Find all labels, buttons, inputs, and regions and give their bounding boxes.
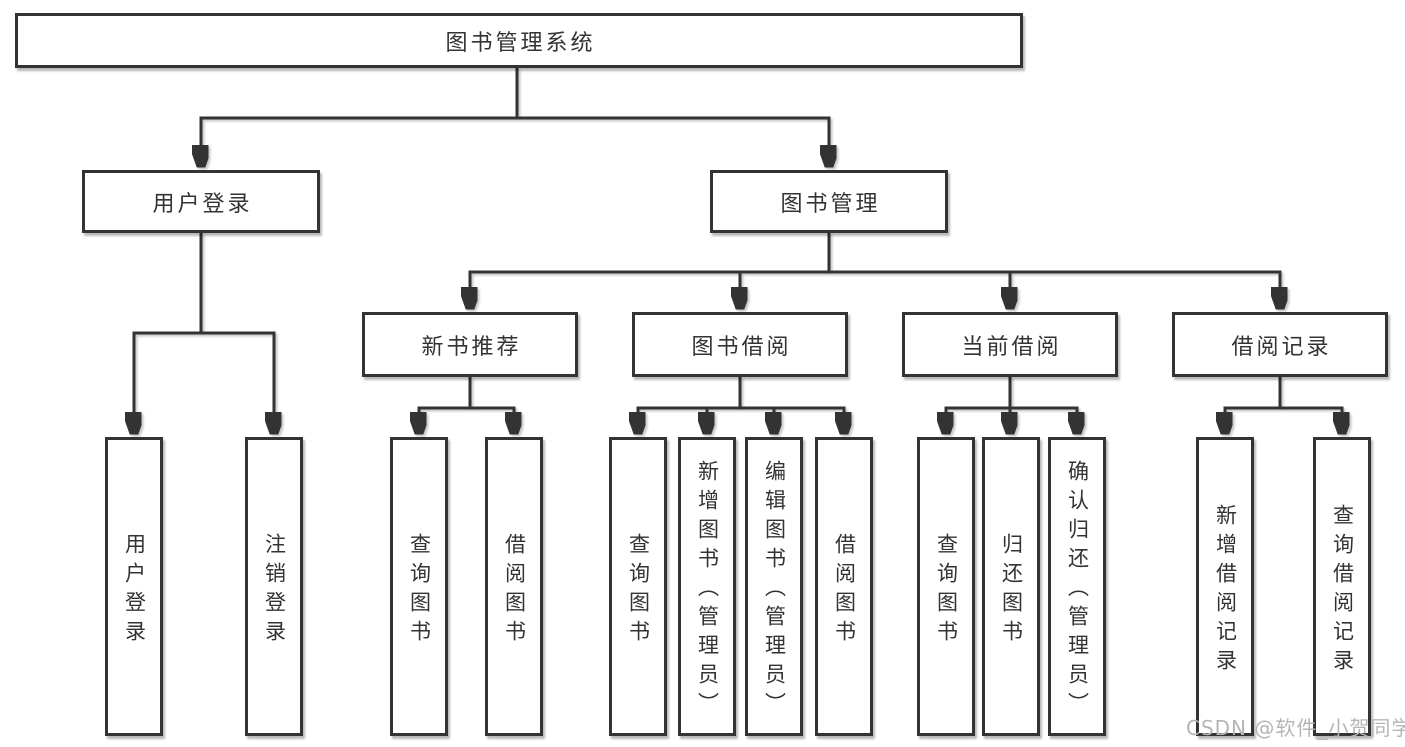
leaf-query-borrow-record-label: 查询借阅记录 [1330,503,1355,678]
leaf-user-login: 用户登录 [105,437,163,736]
leaf-query-books-recommend: 查询图书 [390,437,448,736]
leaf-borrow-books-2-label: 借阅图书 [832,532,857,649]
connector-newbook-to-borrow [470,406,514,433]
leaf-confirm-return-admin: 确认归还（管理员） [1048,437,1106,736]
leaf-add-borrow-record-label: 新增借阅记录 [1213,503,1238,678]
connector-newbook-to-query [419,377,472,433]
leaf-borrow-books-2: 借阅图书 [815,437,873,736]
connector-current-to-confirm-return [1010,406,1077,433]
node-book-management: 图书管理 [710,170,948,233]
leaf-return-books-label: 归还图书 [999,532,1024,649]
root-node-label: 图书管理系统 [445,30,596,56]
leaf-query-books-recommend-label: 查询图书 [407,532,432,649]
node-book-management-label: 图书管理 [780,191,881,217]
node-new-book-recommend-label: 新书推荐 [421,334,522,360]
node-current-borrow: 当前借阅 [902,312,1118,377]
connector-borrow-to-borrow-books [740,406,844,433]
leaf-user-login-label: 用户登录 [122,532,147,649]
connector-root-to-book-management [517,116,829,166]
leaf-borrow-books-recommend: 借阅图书 [485,437,543,736]
leaf-edit-book-admin: 编辑图书（管理员） [745,437,803,736]
node-book-borrow: 图书借阅 [632,312,848,377]
node-user-login-label: 用户登录 [152,191,253,217]
connector-records-to-query-record [1280,406,1342,433]
connector-current-to-query [946,377,1012,433]
leaf-query-books-current: 查询图书 [917,437,975,736]
leaf-query-books-current-label: 查询图书 [934,532,959,649]
csdn-watermark: CSDN @软件_小贺同学 [1186,716,1405,740]
leaf-borrow-books-recommend-label: 借阅图书 [502,532,527,649]
leaf-add-borrow-record: 新增借阅记录 [1196,437,1254,736]
node-user-login-group: 用户登录 [82,170,320,233]
leaf-edit-book-admin-label: 编辑图书（管理员） [762,460,787,721]
connector-root-to-user-login [201,68,519,166]
leaf-query-books-borrow-label: 查询图书 [626,532,651,649]
leaf-query-borrow-record: 查询借阅记录 [1313,437,1371,736]
node-borrow-records: 借阅记录 [1172,312,1388,377]
connector-login-to-leaf-logout [201,331,274,433]
leaf-add-book-admin-label: 新增图书（管理员） [695,460,720,721]
leaf-query-books-borrow: 查询图书 [609,437,667,736]
connector-borrow-to-query [638,377,742,433]
leaf-confirm-return-admin-label: 确认归还（管理员） [1065,460,1090,721]
leaf-return-books: 归还图书 [982,437,1040,736]
connector-login-to-leaf-login [134,233,203,433]
leaf-logout: 注销登录 [245,437,303,736]
node-new-book-recommend: 新书推荐 [362,312,578,377]
root-node-book-management-system: 图书管理系统 [15,13,1023,68]
leaf-logout-label: 注销登录 [262,532,287,649]
connector-mgmt-to-borrow-records [829,270,1280,308]
node-book-borrow-label: 图书借阅 [691,334,792,360]
leaf-add-book-admin: 新增图书（管理员） [678,437,736,736]
node-borrow-records-label: 借阅记录 [1231,334,1332,360]
connector-mgmt-to-new-book [470,233,831,308]
connector-records-to-add-record [1225,377,1282,433]
node-current-borrow-label: 当前借阅 [961,334,1062,360]
